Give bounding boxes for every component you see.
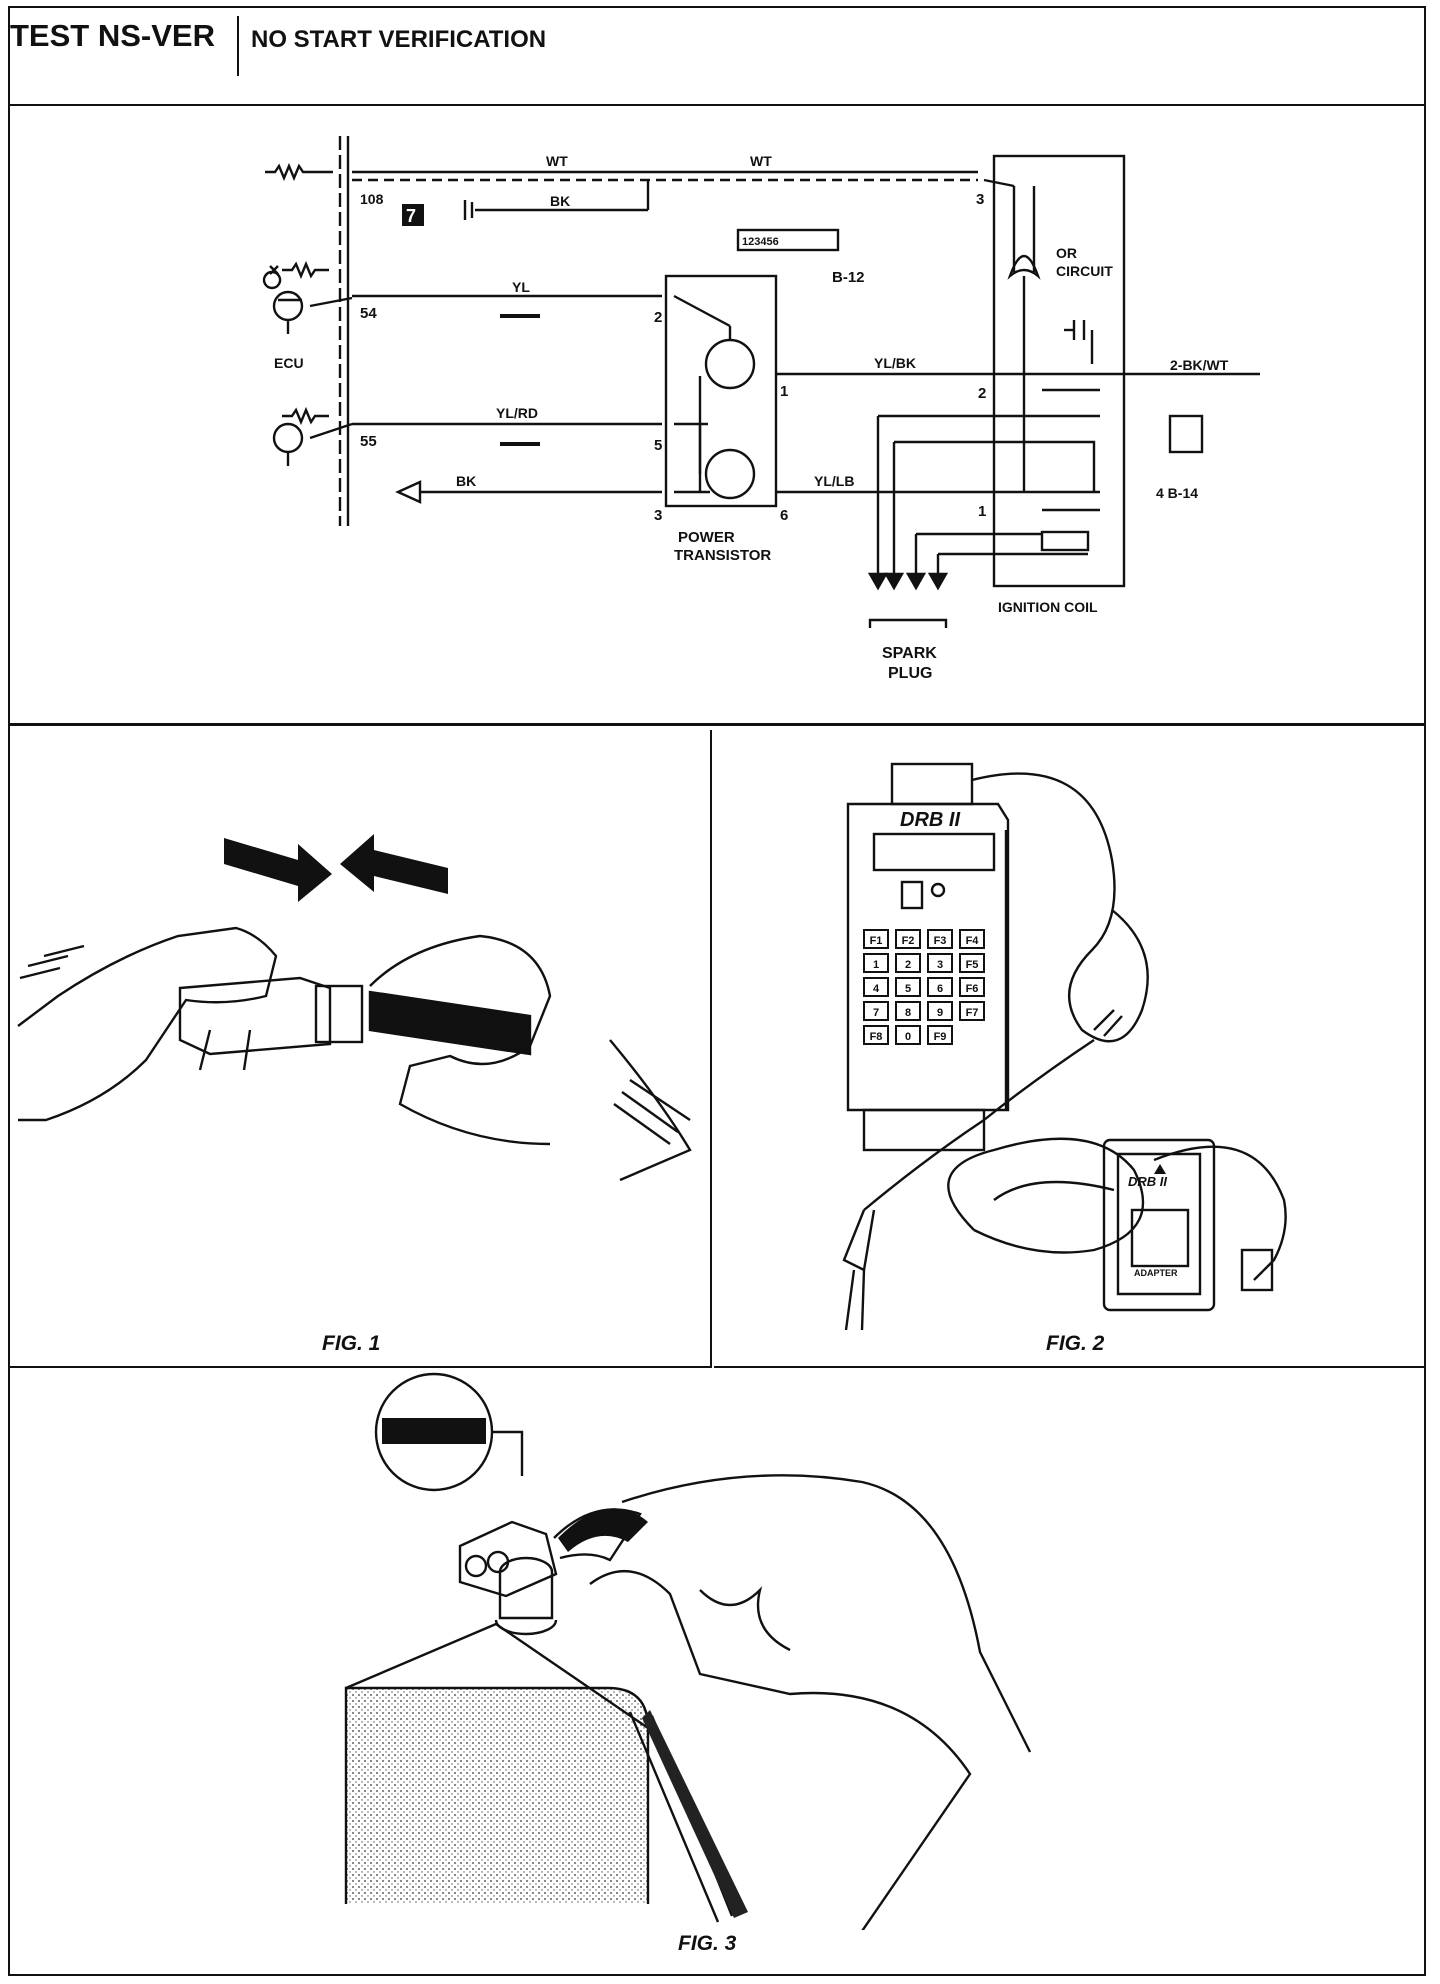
b12-pins-label: 123456	[742, 236, 779, 248]
wire-2bkwt: 2-BK/WT	[1170, 357, 1229, 373]
tool-key-label: F4	[966, 935, 980, 947]
b12-connector-label: B-12	[832, 269, 865, 286]
pt-pin-5: 5	[654, 437, 662, 454]
tool-key	[863, 929, 889, 949]
wiring-schematic: 7 WT WT BK 108 123456 B-12 YL 54 ECU YL/…	[10, 106, 1424, 726]
power-transistor-label-2: TRANSISTOR	[674, 547, 771, 564]
figure-2-panel: DRB II DRB II ADAPTER F1 F2 F3 F4 1 2 3 F5 4 5 6 F6…	[714, 730, 1424, 1368]
wire-ylbk: YL/BK	[874, 355, 916, 371]
tool-key-label: 1	[873, 959, 879, 971]
ecu-label: ECU	[274, 355, 304, 371]
pt-pin-2: 2	[654, 309, 662, 326]
tool-key-label: F1	[870, 935, 883, 947]
tool-key-label: 3	[937, 959, 943, 971]
tool-key-label: 2	[905, 959, 911, 971]
figure-3-caption: FIG. 3	[678, 1932, 737, 1955]
wire-yl: YL	[512, 279, 530, 295]
page-frame: TEST NS-VER NO START VERIFICATION	[8, 6, 1426, 1976]
tool-key	[863, 953, 889, 973]
connector-hands-illustration	[17, 834, 692, 1182]
scan-tool-illustration: DRB II DRB II ADAPTER F1 F2 F3 F4 1 2 3 F5 4 5 6 F6…	[842, 762, 1287, 1331]
wire-bk-top: BK	[550, 193, 570, 209]
tool-key	[863, 1001, 889, 1021]
wire-yllb: YL/LB	[814, 473, 854, 489]
wire-ylrd: YL/RD	[496, 405, 538, 421]
schematic-drawing: 7 WT WT BK 108 123456 B-12 YL 54 ECU YL/…	[262, 136, 1260, 682]
tool-key	[959, 977, 985, 997]
spark-plug-label-2: PLUG	[888, 665, 932, 682]
tool-key-label: 8	[905, 1007, 911, 1019]
or-circuit-label-2: CIRCUIT	[1056, 263, 1113, 279]
negative-label-box	[382, 1418, 486, 1444]
tool-key	[927, 953, 953, 973]
spark-plug-label-1: SPARK	[882, 645, 937, 662]
b14-connector-label: 4 B-14	[1156, 485, 1198, 501]
tool-key	[895, 929, 921, 949]
pin-54-label: 54	[360, 305, 377, 322]
tool-key	[895, 977, 921, 997]
tool-key	[959, 929, 985, 949]
test-code: TEST NS-VER	[10, 18, 215, 53]
tool-key-label: 6	[937, 983, 943, 995]
tool-key-label: F8	[870, 1031, 883, 1043]
wire-bk-bottom: BK	[456, 473, 476, 489]
tool-brand: DRB II	[900, 809, 960, 831]
tool-key	[895, 953, 921, 973]
pin-55-label: 55	[360, 433, 377, 450]
figure-3-panel: FIG. 3	[10, 1370, 1424, 1974]
pt-pin-3: 3	[654, 507, 662, 524]
tool-key-label: 4	[873, 983, 880, 995]
tool-key	[863, 1025, 889, 1045]
wire-wt-right: WT	[750, 153, 772, 169]
tool-key-label: F6	[966, 983, 979, 995]
ignition-coil-label: IGNITION COIL	[998, 599, 1098, 615]
coil-pin-3: 3	[976, 191, 984, 208]
tool-key-label: F5	[966, 959, 979, 971]
tool-key	[959, 1001, 985, 1021]
pin-108-label: 108	[360, 191, 384, 207]
coil-pin-2: 2	[978, 385, 986, 402]
tool-key-label: F3	[934, 935, 947, 947]
block-7-label: 7	[406, 206, 416, 226]
figure-1-caption: FIG. 1	[322, 1332, 381, 1355]
adapter-brand: DRB II	[1128, 1174, 1167, 1189]
tool-key	[959, 953, 985, 973]
pt-pin-6: 6	[780, 507, 788, 524]
battery-cable-illustration	[344, 1372, 1032, 1935]
adapter-label: ADAPTER	[1134, 1268, 1178, 1278]
header-divider	[237, 16, 239, 76]
tool-key-label: F7	[966, 1007, 979, 1019]
block-7-box	[402, 204, 424, 226]
pt-pin-1: 1	[780, 383, 788, 400]
tool-key	[927, 977, 953, 997]
page-title: NO START VERIFICATION	[251, 26, 547, 53]
figure-2-caption: FIG. 2	[1046, 1332, 1105, 1355]
wire-wt-left: WT	[546, 153, 568, 169]
tool-key-label: 0	[905, 1031, 911, 1043]
tool-key	[895, 1001, 921, 1021]
tool-key-label: 9	[937, 1007, 943, 1019]
tool-key-label: 7	[873, 1007, 879, 1019]
tool-key	[927, 1025, 953, 1045]
tool-key-label: F2	[902, 935, 915, 947]
coil-pin-1: 1	[978, 503, 986, 520]
or-circuit-label-1: OR	[1056, 245, 1077, 261]
tool-key-label: 5	[905, 983, 911, 995]
page-header: TEST NS-VER NO START VERIFICATION	[10, 8, 1424, 106]
power-transistor-label-1: POWER	[678, 529, 735, 546]
tool-key	[895, 1025, 921, 1045]
tool-key-label: F9	[934, 1031, 947, 1043]
tool-key	[863, 977, 889, 997]
figure-1-panel: FIG. 1	[10, 730, 712, 1368]
tool-key	[927, 929, 953, 949]
tool-key	[927, 1001, 953, 1021]
